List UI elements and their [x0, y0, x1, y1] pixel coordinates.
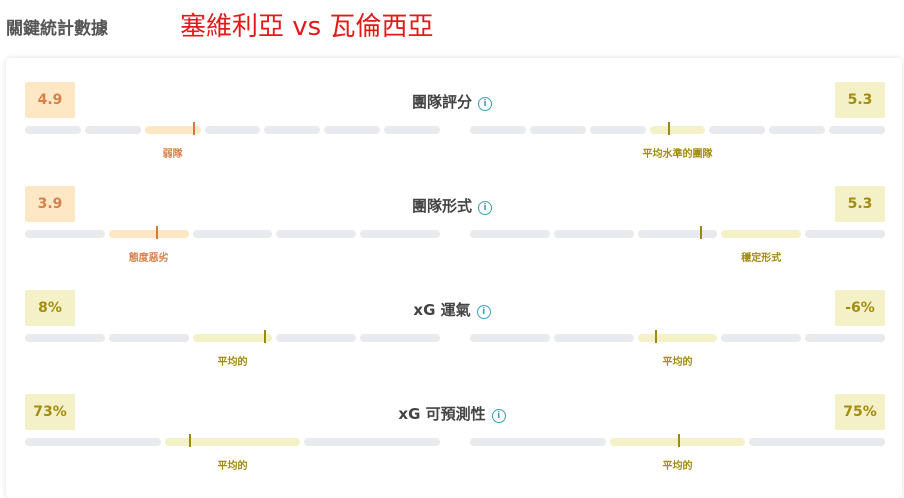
- away-rating-bar: [470, 122, 886, 135]
- match-title: 塞維利亞 vs 瓦倫西亞: [180, 12, 434, 42]
- stat-title-label: xG 運氣: [413, 301, 471, 319]
- away-value-badge: 5.3: [835, 82, 885, 118]
- value-marker: [192, 122, 195, 135]
- bar-segment: [805, 230, 885, 238]
- value-marker: [263, 330, 266, 343]
- value-marker: [654, 330, 657, 343]
- active-segment: [649, 126, 706, 134]
- active-segment: [192, 334, 273, 342]
- stat-title: xG 可預測性 i: [0, 403, 904, 424]
- bar-segment: [470, 126, 526, 134]
- home-value-badge: 3.9: [25, 186, 75, 222]
- away-rating-label: 平均的: [662, 461, 693, 472]
- value-marker: [668, 122, 671, 135]
- value-marker: [155, 226, 158, 239]
- bar-segment: [553, 334, 634, 342]
- bar-segment: [276, 230, 357, 238]
- active-segment: [144, 126, 201, 134]
- stat-row: xG 可預測性 i 73% 平均的 75% 平均的: [0, 394, 904, 494]
- bar-segment: [324, 126, 381, 134]
- bar-segment: [25, 126, 81, 134]
- section-title: 關鍵統計數據: [6, 19, 108, 39]
- stat-title-label: 團隊形式: [411, 197, 472, 215]
- value-marker: [678, 434, 681, 447]
- away-rating-label: 平均的: [662, 357, 693, 368]
- bar-segment: [204, 126, 261, 134]
- home-rating-label: 平均的: [217, 461, 248, 472]
- bar-segment: [709, 126, 766, 134]
- away-value-badge: 5.3: [835, 186, 885, 222]
- away-rating-bar: [470, 330, 885, 343]
- bar-segment: [721, 334, 802, 342]
- home-rating-bar: [25, 226, 440, 239]
- bar-segment: [192, 230, 273, 238]
- bar-segment: [529, 126, 586, 134]
- info-icon[interactable]: i: [491, 409, 506, 423]
- bar-segment: [589, 126, 646, 134]
- active-segment: [637, 334, 718, 342]
- stat-title-label: 團隊評分: [411, 93, 472, 111]
- away-rating-label: 平均水準的團隊: [642, 149, 713, 160]
- stat-title: 團隊形式 i: [0, 195, 904, 216]
- bar-segment: [749, 438, 886, 446]
- away-value-badge: -6%: [835, 290, 885, 326]
- bar-segment: [276, 334, 357, 342]
- bar-segment: [304, 438, 441, 446]
- away-rating-bar: [470, 434, 886, 447]
- home-value-badge: 73%: [25, 394, 75, 430]
- bar-segment: [829, 126, 886, 134]
- bar-segment: [805, 334, 885, 342]
- away-rating-label: 穩定形式: [741, 253, 782, 264]
- bar-segment: [25, 438, 161, 446]
- bar-segment: [470, 438, 606, 446]
- stat-row: xG 運氣 i 8% 平均的 -6% 平均的: [0, 290, 904, 390]
- info-icon[interactable]: i: [476, 305, 491, 319]
- bar-segment: [470, 334, 550, 342]
- active-segment: [108, 230, 189, 238]
- bar-segment: [25, 230, 105, 238]
- home-rating-label: 平均的: [217, 357, 248, 368]
- info-icon[interactable]: i: [478, 97, 492, 111]
- home-value-badge: 4.9: [25, 82, 75, 118]
- bar-segment: [769, 126, 826, 134]
- bar-segment: [108, 334, 189, 342]
- active-segment: [164, 438, 301, 446]
- value-marker: [700, 226, 703, 239]
- bar-segment: [264, 126, 321, 134]
- info-icon[interactable]: i: [478, 201, 492, 215]
- away-rating-bar: [470, 226, 885, 239]
- bar-segment: [637, 230, 718, 238]
- away-value-badge: 75%: [835, 394, 885, 430]
- home-value-badge: 8%: [25, 290, 75, 326]
- stat-title: xG 運氣 i: [0, 299, 904, 320]
- stat-title: 團隊評分 i: [0, 91, 904, 112]
- bar-segment: [384, 126, 441, 134]
- active-segment: [721, 230, 802, 238]
- bar-segment: [470, 230, 550, 238]
- active-segment: [609, 438, 746, 446]
- home-rating-label: 態度惡劣: [128, 253, 169, 264]
- home-rating-bar: [25, 330, 440, 343]
- home-rating-label: 弱隊: [162, 149, 183, 160]
- stat-row: 團隊評分 i 4.9 弱隊 5.3 平均水準的團隊: [0, 82, 904, 182]
- value-marker: [189, 434, 192, 447]
- stat-title-label: xG 可預測性: [398, 405, 486, 423]
- stat-row: 團隊形式 i 3.9 態度惡劣 5.3 穩定形式: [0, 186, 904, 286]
- bar-segment: [553, 230, 634, 238]
- bar-segment: [360, 230, 440, 238]
- home-rating-bar: [25, 434, 441, 447]
- bar-segment: [25, 334, 105, 342]
- bar-segment: [360, 334, 440, 342]
- bar-segment: [84, 126, 141, 134]
- home-rating-bar: [25, 122, 441, 135]
